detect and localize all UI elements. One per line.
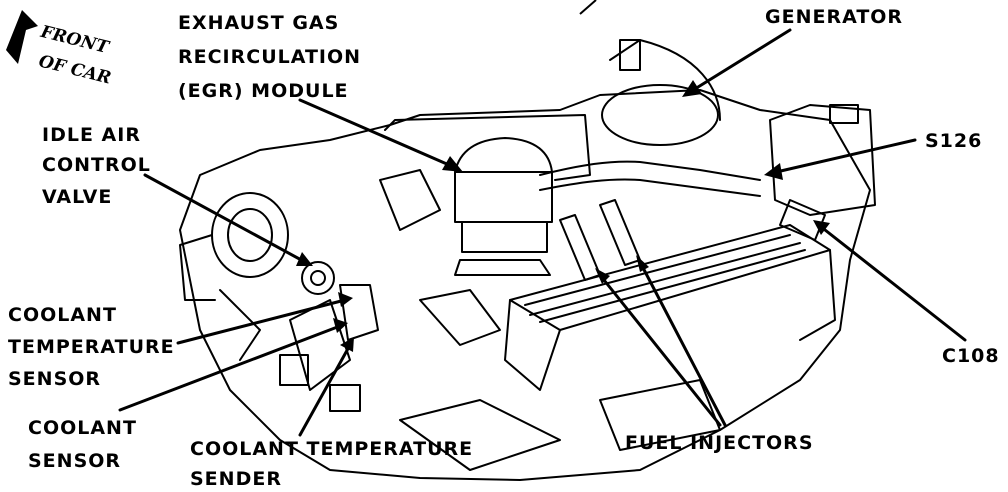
c108-label: C108 xyxy=(942,345,1000,367)
coolant-temperature-sensor-label: COOLANT xyxy=(8,304,117,326)
coolant-sensor-label: COOLANT xyxy=(28,417,137,439)
coolant-temperature-sender-label: COOLANT TEMPERATURE xyxy=(190,438,474,460)
egr-module-label-line2: RECIRCULATION xyxy=(178,46,362,68)
coolant-temperature-sender-label-line2: SENDER xyxy=(190,468,282,490)
idle-air-control-valve-label: IDLE AIR xyxy=(42,124,141,146)
generator-label: GENERATOR xyxy=(765,6,904,28)
s126-label: S126 xyxy=(925,130,983,152)
coolant-temperature-sensor-label-line3: SENSOR xyxy=(8,368,102,390)
idle-air-control-valve-label-line3: VALVE xyxy=(42,186,113,208)
idle-air-control-valve-label-line2: CONTROL xyxy=(42,154,151,176)
egr-module-label: EXHAUST GAS xyxy=(178,12,340,34)
fuel-injectors-label: FUEL INJECTORS xyxy=(625,432,814,454)
coolant-sensor-label-line2: SENSOR xyxy=(28,450,122,472)
coolant-temperature-sensor-label-line2: TEMPERATURE xyxy=(8,336,175,358)
egr-module-label-line3: (EGR) MODULE xyxy=(178,80,349,102)
